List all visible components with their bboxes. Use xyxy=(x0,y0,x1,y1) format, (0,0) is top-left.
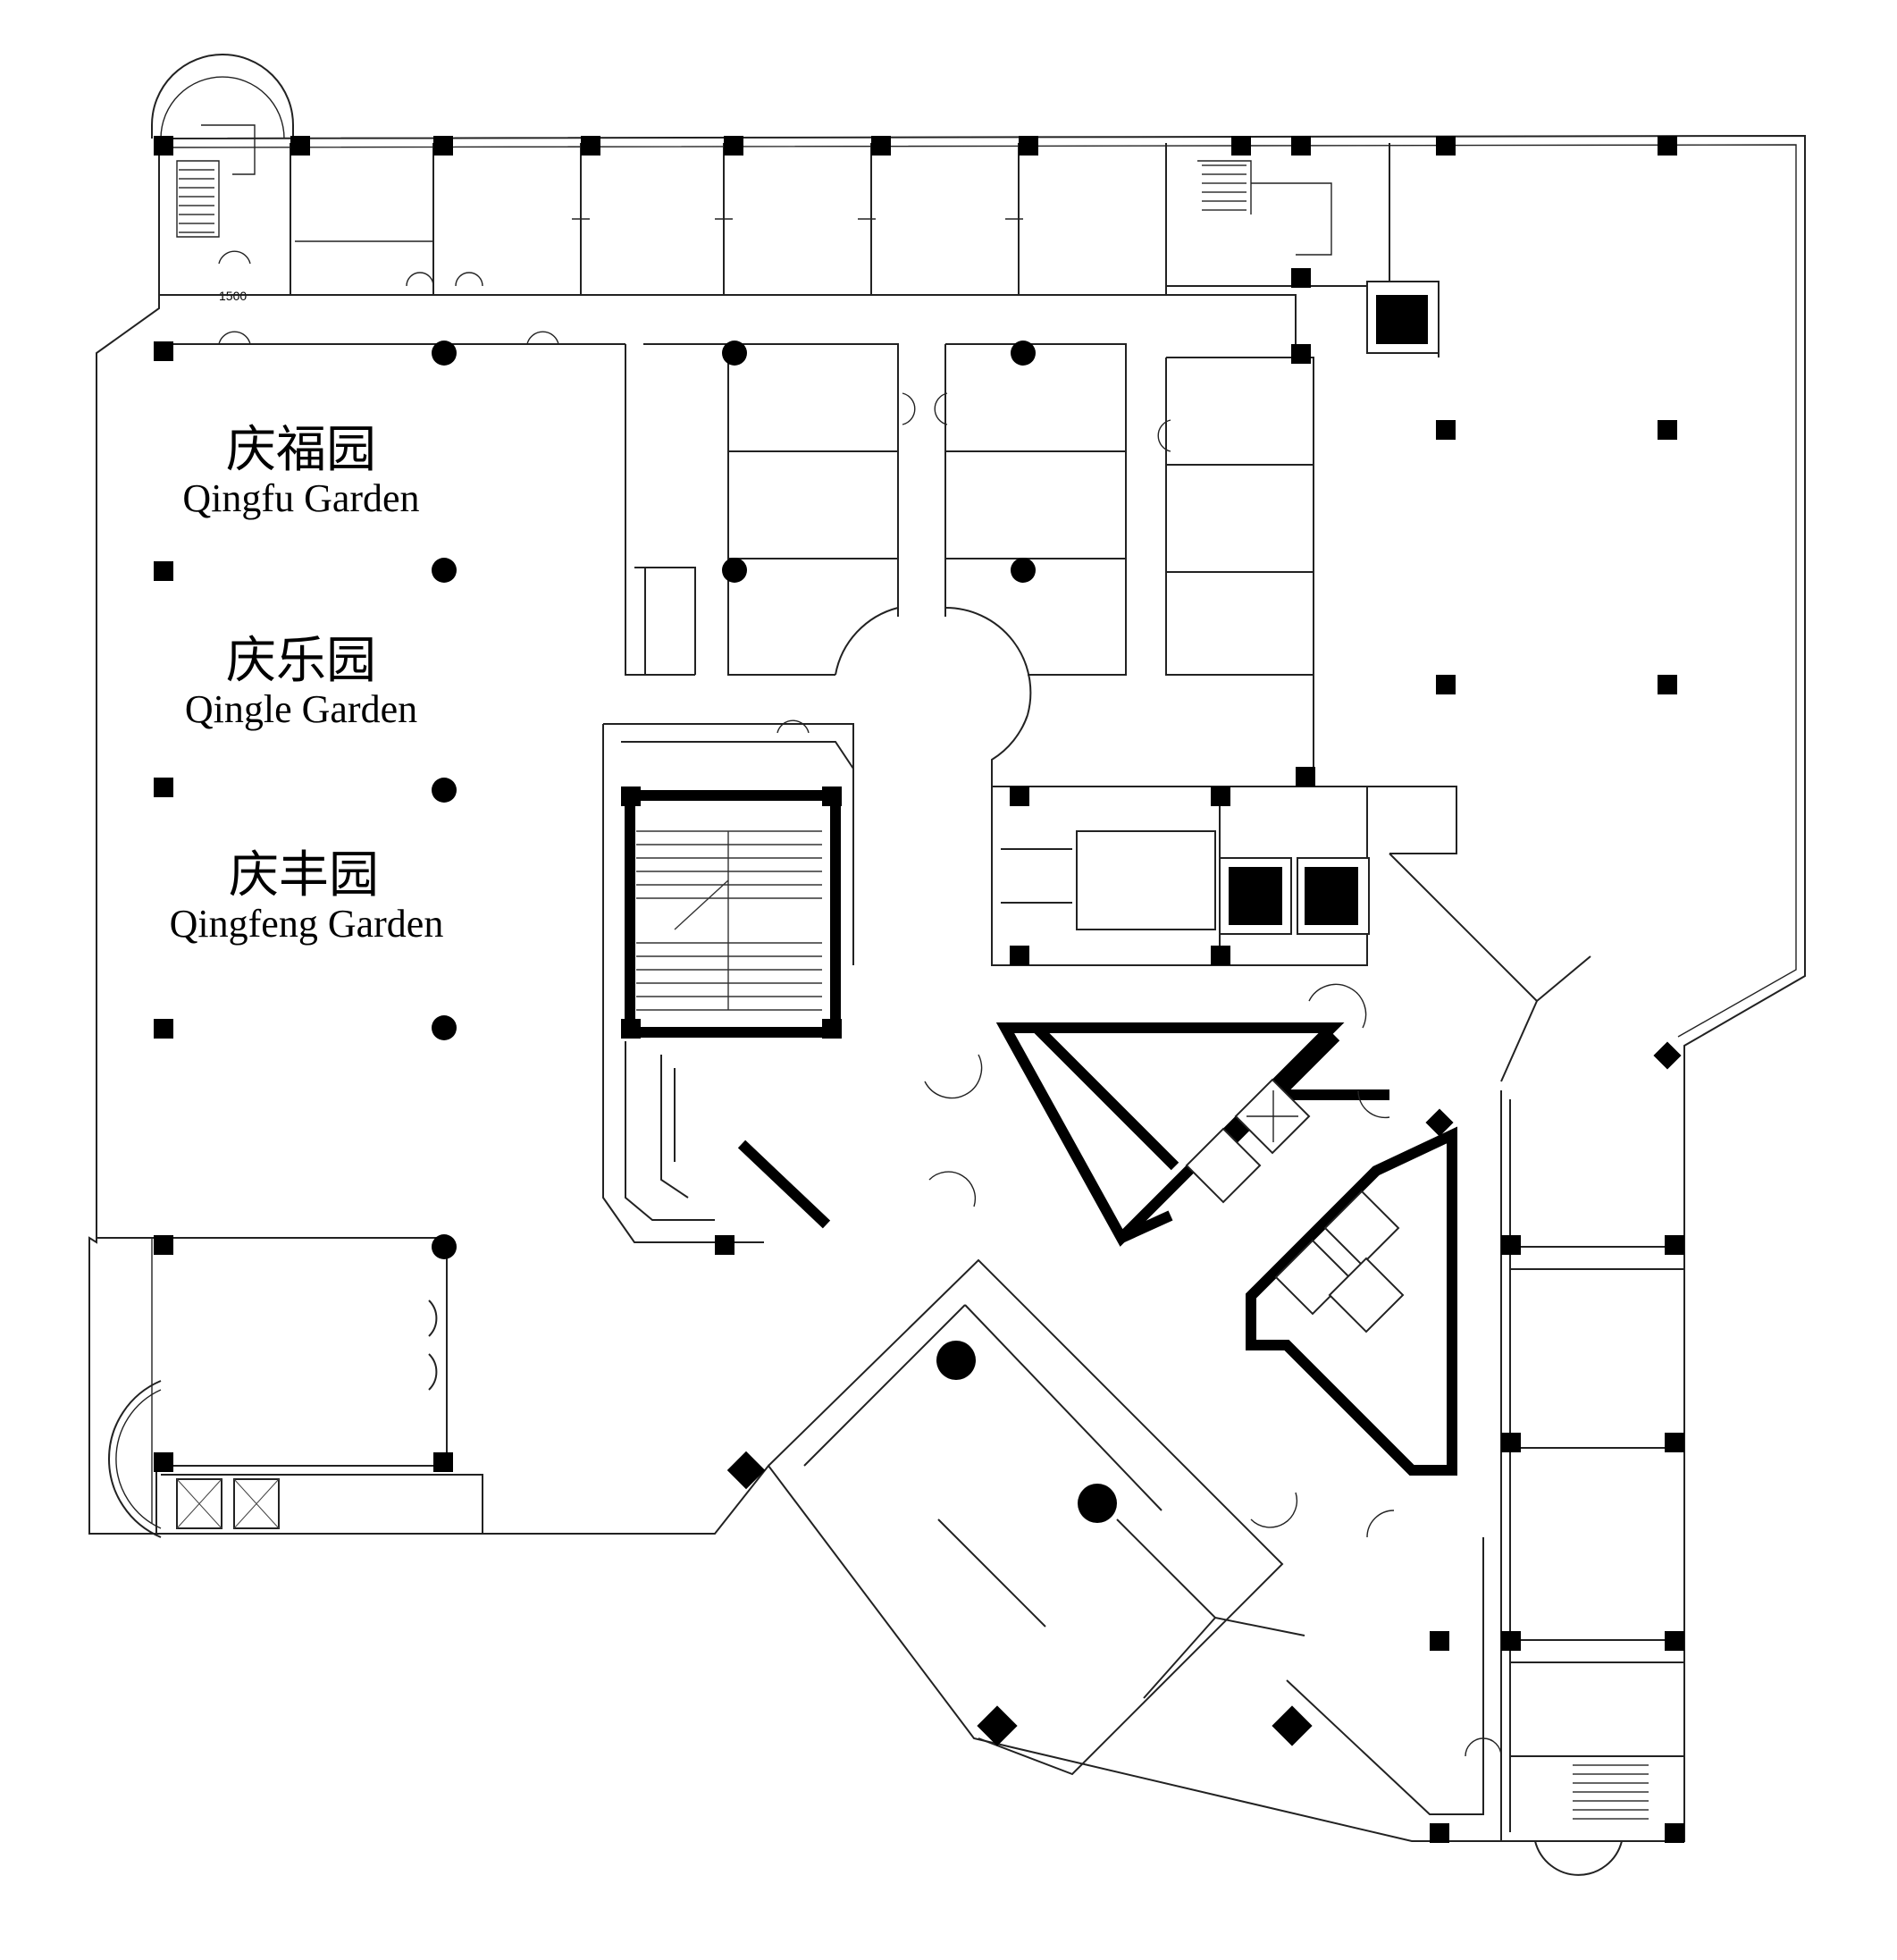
room-name-en: Qingle Garden xyxy=(185,687,417,731)
square-columns xyxy=(154,136,1684,1843)
diagonal-lift-core xyxy=(995,1022,1457,1476)
north-wing-rooms: 1500 xyxy=(159,124,1440,358)
south-diagonal-wing xyxy=(768,1258,1484,1815)
east-wing-rooms xyxy=(1389,853,1685,1841)
round-columns xyxy=(432,341,1117,1523)
toilet-block xyxy=(991,786,1457,966)
room-name-zh: 庆福园 xyxy=(226,421,376,479)
room-name-en: Qingfu Garden xyxy=(182,476,419,520)
dimension-label: 1500 xyxy=(219,289,247,303)
room-name-zh: 庆乐园 xyxy=(226,632,376,690)
room-label-qingfeng: 庆丰园 Qingfeng Garden xyxy=(170,846,444,946)
room-name-en: Qingfeng Garden xyxy=(170,902,444,946)
main-stair-core xyxy=(602,723,854,1243)
room-name-zh: 庆丰园 xyxy=(229,846,379,904)
doors xyxy=(218,250,1502,1757)
room-label-qingle: 庆乐园 Qingle Garden xyxy=(185,632,417,731)
southwest-room xyxy=(97,1237,483,1533)
room-label-qingfu: 庆福园 Qingfu Garden xyxy=(182,421,419,520)
outer-wall xyxy=(88,54,1806,1876)
